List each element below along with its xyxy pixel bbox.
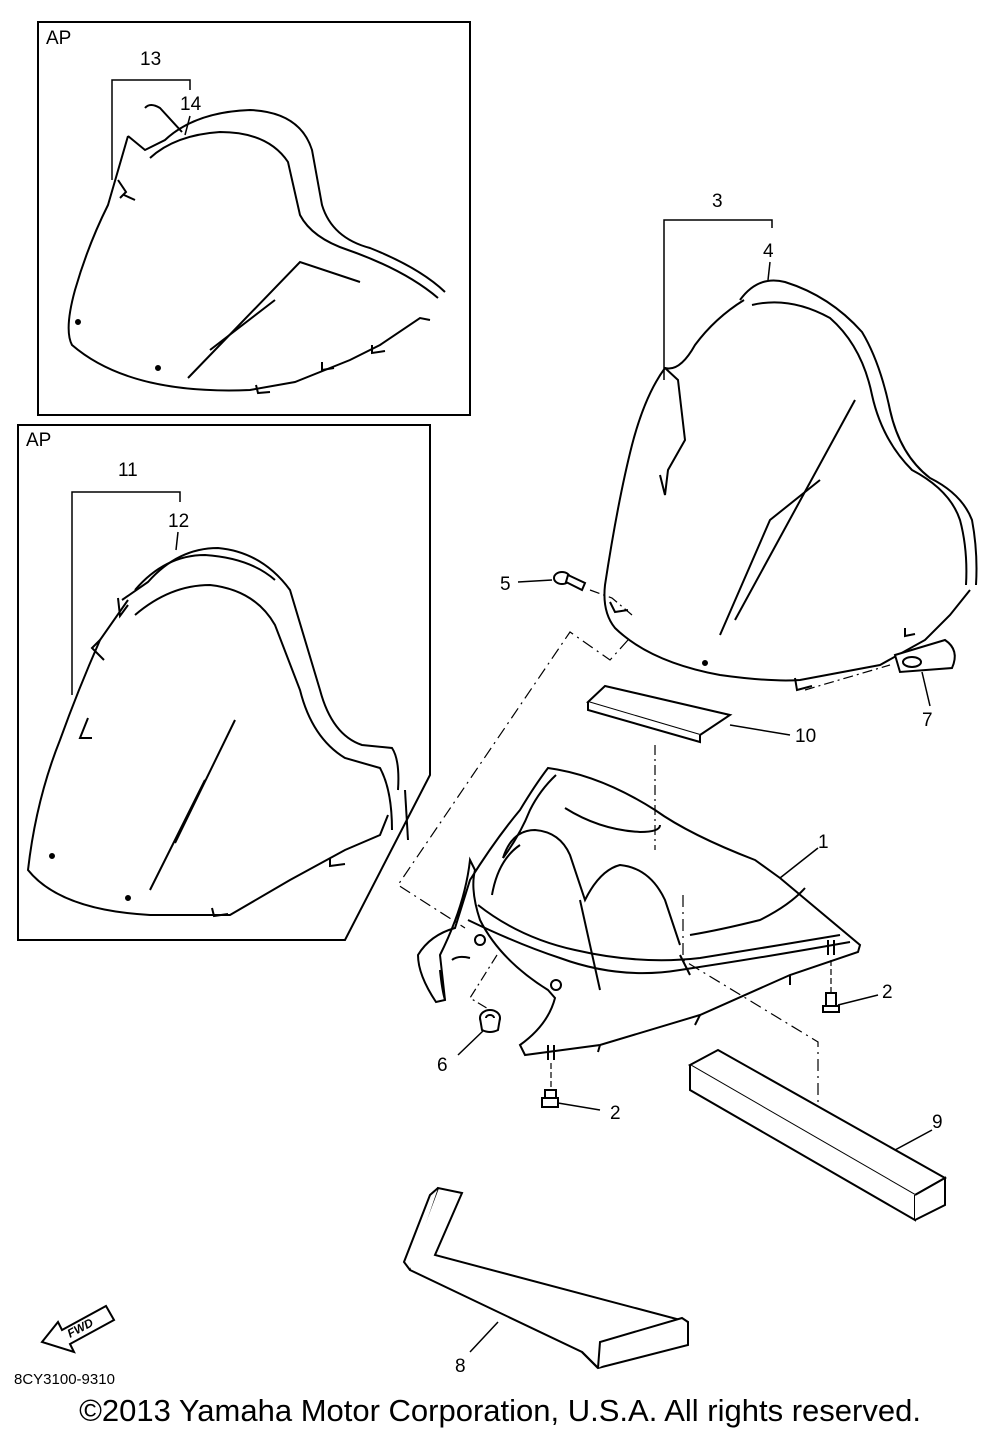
leader-10: [729, 724, 791, 736]
inset-panel-top-frame: [37, 21, 471, 416]
dashline-5: [589, 589, 633, 616]
leader-8: [469, 1321, 499, 1353]
leader-7: [921, 671, 931, 707]
callout-6: 6: [437, 1055, 448, 1076]
windshield-main: [603, 279, 978, 692]
callout-10: 10: [795, 726, 816, 747]
leader-5: [517, 579, 553, 583]
bracket-13-14: [111, 79, 191, 180]
callout-1: 1: [818, 832, 829, 853]
cowl-1: [416, 766, 862, 1057]
callout-2-right: 2: [882, 982, 893, 1003]
callout-8: 8: [455, 1356, 466, 1377]
callout-13: 13: [140, 49, 161, 70]
bolt-5: [553, 571, 587, 592]
windshield-inset-top: [67, 104, 446, 395]
pad-10: [586, 684, 733, 744]
callout-14: 14: [180, 94, 202, 115]
dashline-7: [804, 664, 891, 691]
part-code: 8CY3100-9310: [14, 1371, 115, 1388]
inset-panel-top: AP 13 14: [37, 21, 471, 416]
inset-panel-left-tag: AP: [26, 430, 51, 451]
callout-11: 11: [118, 460, 138, 481]
bracket-3-4: [663, 219, 773, 380]
callout-7: 7: [922, 710, 933, 731]
callout-9: 9: [932, 1112, 943, 1133]
leader-2-bottom: [557, 1102, 601, 1111]
leader-1: [779, 847, 819, 879]
inset-panel-left-frame: [17, 424, 431, 941]
leader-6: [457, 1029, 485, 1056]
grommet-6: [479, 1009, 501, 1033]
callout-2-bottom: 2: [610, 1103, 621, 1124]
leader-9: [894, 1129, 933, 1151]
fwd-arrow-icon: FWD: [40, 1304, 116, 1354]
dashline-9: [682, 895, 819, 1125]
dashline-assembly: [397, 631, 629, 929]
inset-panel-left: AP 11 12: [17, 424, 431, 941]
callout-5: 5: [500, 574, 511, 595]
dashline-6: [469, 954, 498, 1011]
clip-7: [893, 638, 956, 674]
screw-2-bottom: [541, 1045, 559, 1108]
foam-block-9: [687, 1048, 948, 1222]
inset-panel-top-tag: AP: [46, 28, 71, 49]
leader-2-right: [837, 994, 879, 1006]
bracket-11-12: [71, 491, 181, 695]
trim-8: [402, 1186, 689, 1370]
copyright-notice: ©2013 Yamaha Motor Corporation, U.S.A. A…: [79, 1393, 921, 1428]
windshield-inset-left: [26, 546, 409, 918]
callout-4: 4: [763, 241, 774, 262]
screw-2-right: [822, 940, 840, 1013]
callout-3: 3: [712, 191, 723, 212]
callout-12: 12: [168, 511, 189, 532]
